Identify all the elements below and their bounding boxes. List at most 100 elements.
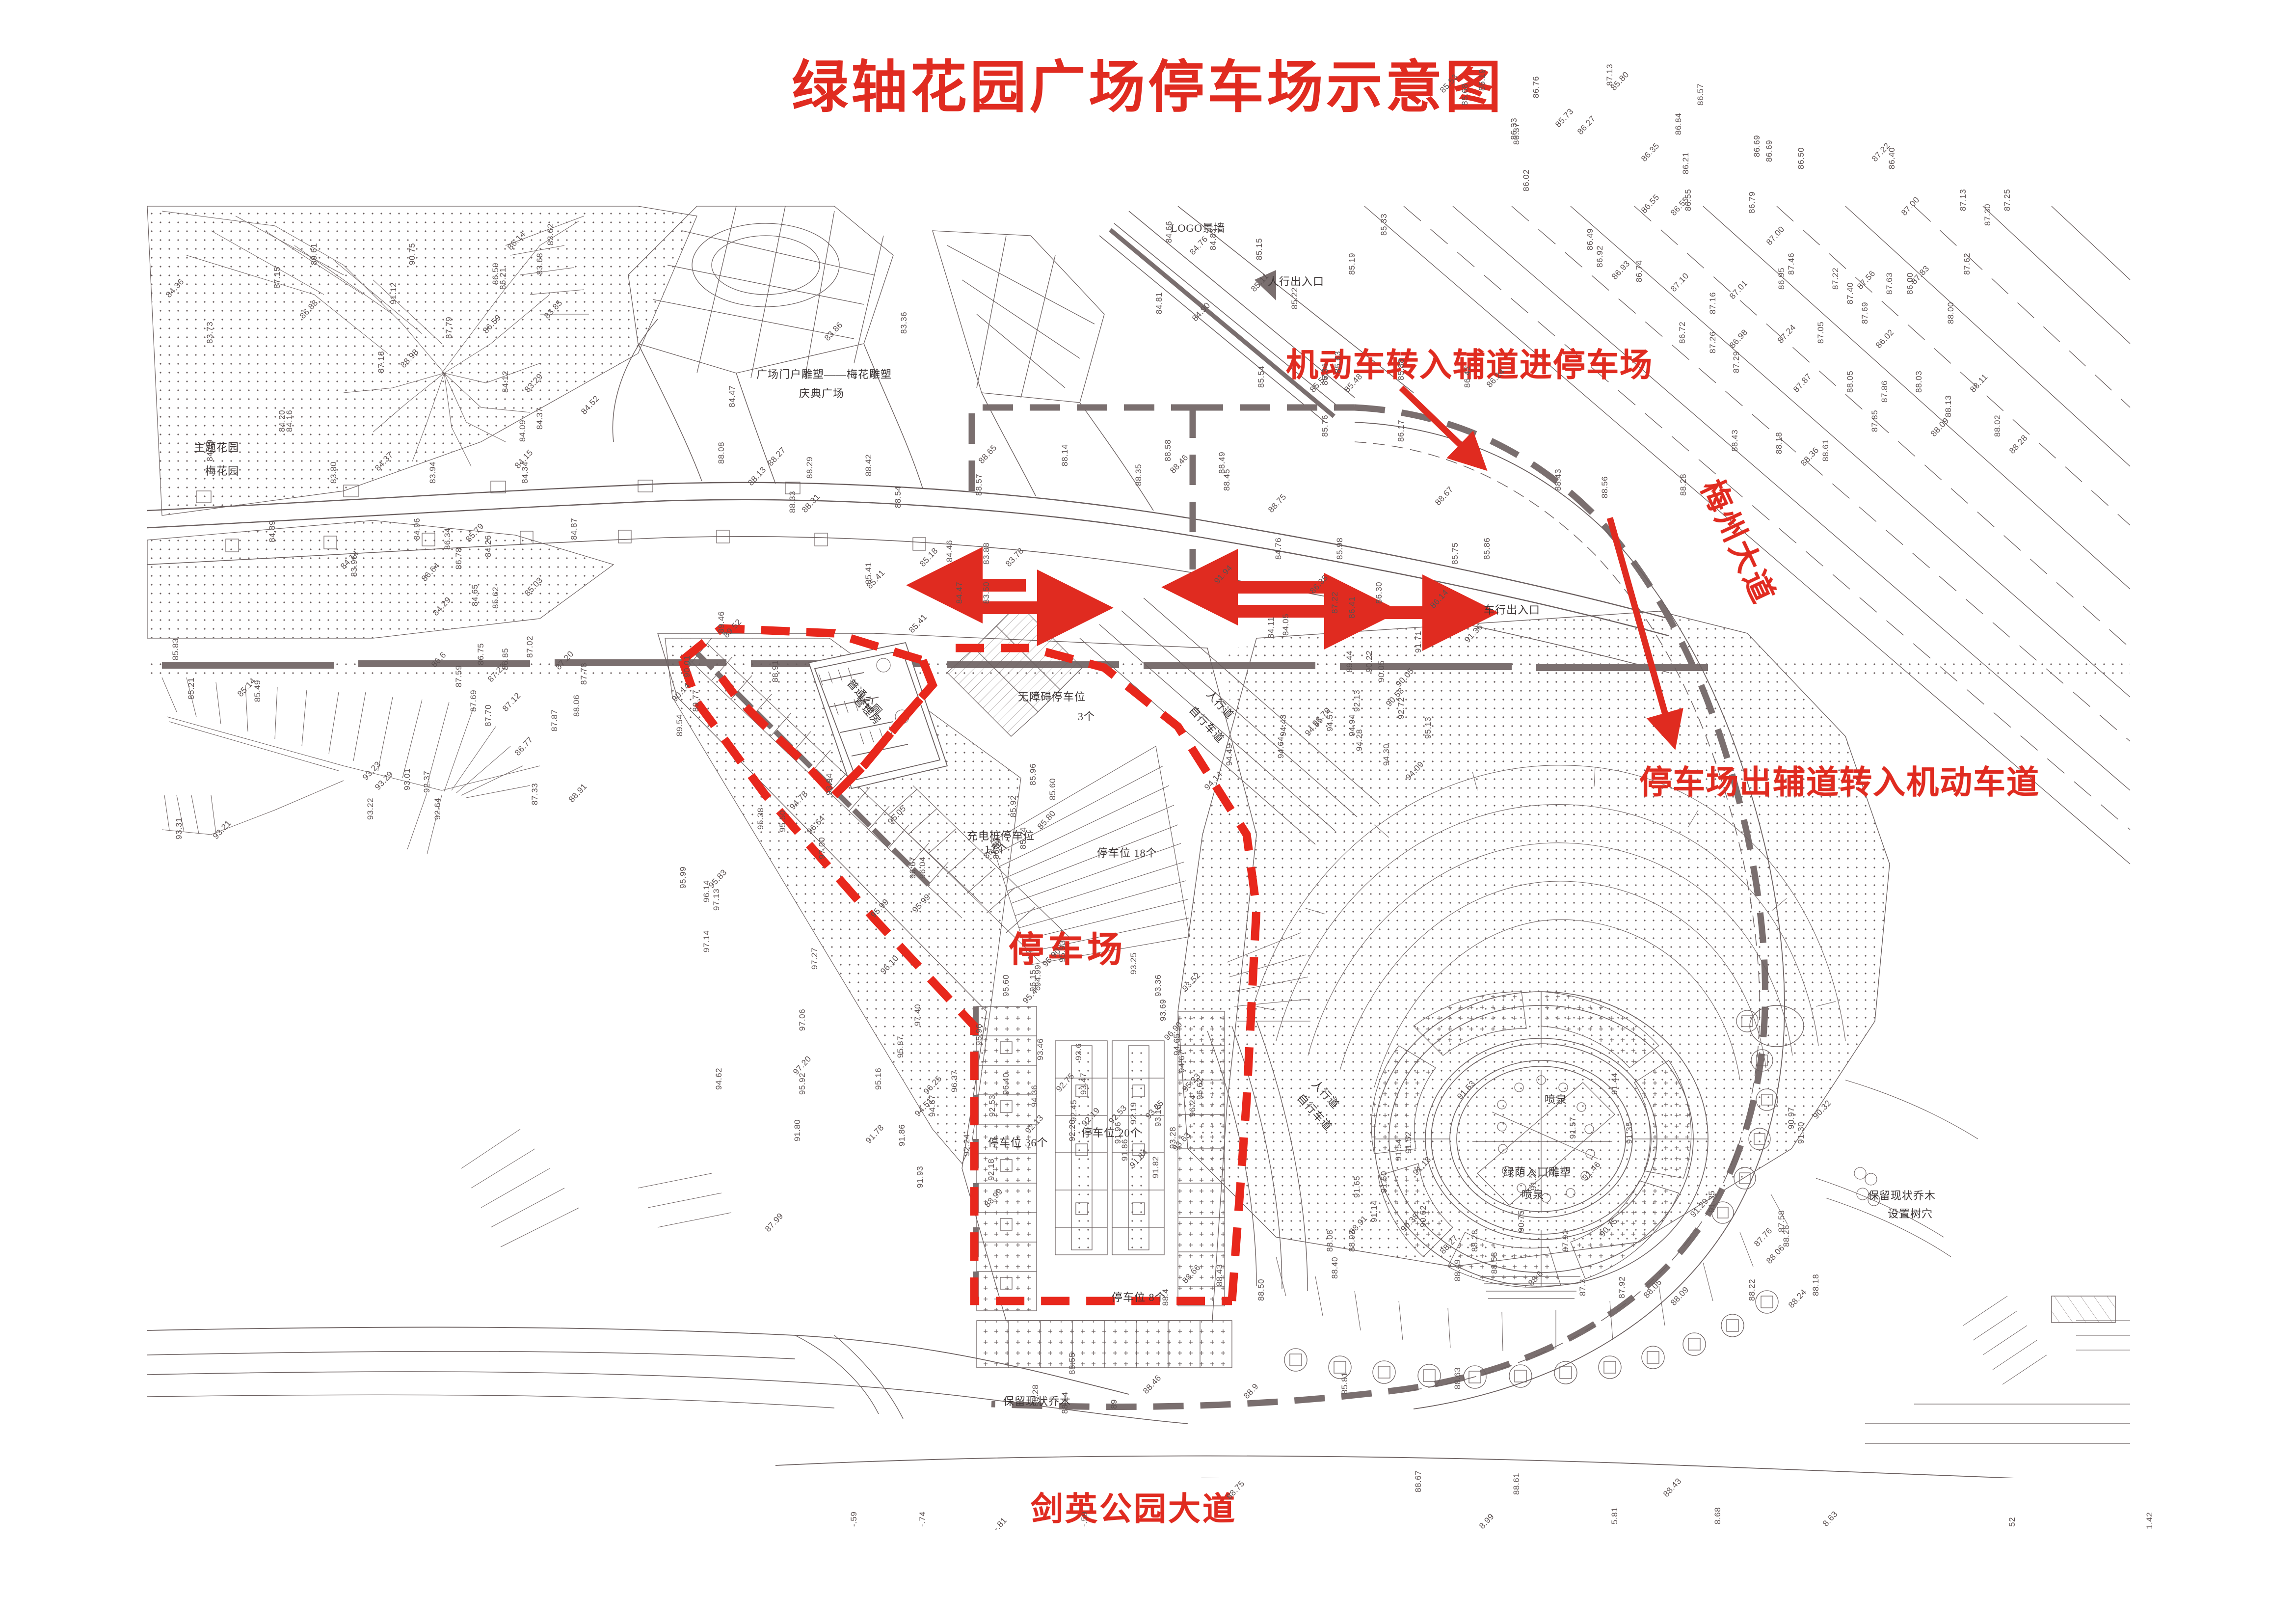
elevation-value: 86.33: [1509, 117, 1519, 140]
elevation-value: 87.3: [1578, 1278, 1587, 1296]
elevation-value: 84.37: [535, 407, 544, 430]
elevation-value: 90.97: [1787, 1107, 1796, 1129]
elevation-value: 94.49: [1225, 743, 1234, 766]
elevation-value: 83.88: [982, 542, 991, 565]
elevation-value: 87.26: [1708, 331, 1717, 353]
map-label: 停车位 18个: [1097, 847, 1157, 859]
elevation-value: 84.46: [945, 540, 954, 562]
elevation-value: 87.33: [530, 783, 539, 805]
elevation-value: 88.26: [1782, 1224, 1791, 1247]
elevation-value: 86.41: [1347, 596, 1357, 619]
elevation-value: 88.4: [1161, 1288, 1170, 1306]
elevation-value: 88.55: [1068, 1352, 1077, 1375]
elevation-value: 87.29: [1732, 351, 1741, 373]
elevation-value: 86.57: [1696, 83, 1705, 106]
elevation-value: 88.18: [1811, 1273, 1820, 1296]
elevation-value: 84.66: [1164, 220, 1174, 243]
elevation-value: 93.22: [366, 797, 375, 820]
elevation-value: 97.40: [913, 1003, 922, 1026]
elevation-value: 86.75: [476, 643, 485, 665]
map-label: 停车位 36个: [988, 1137, 1048, 1149]
elevation-value: 92.64: [433, 797, 442, 820]
map-label: 保留现状乔木: [1868, 1190, 1936, 1202]
elevation-value: 86.17: [1396, 419, 1406, 442]
elevation-value: 86.34: [443, 527, 452, 550]
elevation-value: 88.02: [1993, 414, 2002, 437]
elevation-value: -.59: [849, 1511, 858, 1527]
elevation-value: 84.47: [955, 581, 964, 604]
elevation-value: 90.05: [1377, 660, 1386, 682]
elevation-value: 88.06: [572, 694, 581, 717]
elevation-value: 85.76: [1320, 414, 1330, 437]
elevation-value: 88.05: [1845, 370, 1855, 393]
map-label: 停车位 8个: [1112, 1291, 1166, 1303]
elevation-value: 91.14: [1369, 1200, 1379, 1222]
elevation-value: 88.56: [1600, 476, 1609, 498]
elevation-value: 91.30: [1796, 1121, 1806, 1144]
elevation-value: 86.78: [454, 547, 463, 569]
elevation-value: 86.00: [1905, 272, 1915, 295]
elevation-value: -.74: [918, 1511, 927, 1527]
elevation-value: 91.82: [1151, 1156, 1160, 1178]
elevation-value: 89.77: [691, 689, 700, 712]
elevation-value: -.59: [1080, 1511, 1089, 1527]
elevation-value: 84.11: [1266, 617, 1276, 638]
elevation-value: 87.18: [376, 351, 386, 373]
elevation-value: 86.49: [1585, 228, 1595, 250]
map-label: 3个: [1078, 710, 1095, 723]
elevation-value: 97.00: [817, 837, 827, 859]
elevation-value: 92.18: [987, 1158, 996, 1181]
elevation-value: 83.80: [329, 461, 338, 484]
elevation-value: 89.54: [675, 714, 684, 736]
elevation-value: 85.98: [1335, 537, 1344, 560]
elevation-value: 86.21: [1681, 152, 1690, 174]
elevation-value: 84.83: [1208, 228, 1218, 250]
elevation-value: 96.67: [908, 856, 917, 879]
elevation-value: 86.85: [501, 648, 510, 670]
elevation-value: 87.79: [444, 316, 454, 339]
map-label: 无障碍停车位: [1018, 691, 1086, 703]
elevation-value: 87.92: [1561, 1229, 1570, 1252]
elevation-value: 91.44: [1610, 1072, 1619, 1095]
page-title: 绿轴花园广场停车场示意图: [791, 54, 1504, 120]
elevation-value: 86.79: [1747, 191, 1757, 214]
elevation-value: 90.75: [407, 243, 417, 265]
elevation-value: 87.02: [525, 635, 534, 658]
elevation-value: 85.33: [1379, 213, 1388, 236]
elevation-value: 87.69: [469, 689, 478, 712]
map-label: 喷泉: [1522, 1189, 1545, 1201]
elevation-value: 52: [2007, 1517, 2017, 1527]
elevation-value: 95.99: [678, 866, 688, 889]
elevation-value: 88.91: [771, 660, 780, 682]
elevation-value: 93.18: [1153, 1104, 1163, 1127]
elevation-value: 91.93: [915, 1165, 925, 1188]
elevation-value: 86.95: [1777, 267, 1786, 290]
elevation-value: 87.92: [1617, 1276, 1627, 1299]
elevation-value: 86.76: [1531, 76, 1541, 98]
elevation-value: 91.52: [1404, 1131, 1413, 1154]
elevation-value: 85.54: [1256, 365, 1266, 388]
elevation-value: 83.36: [899, 311, 908, 334]
elevation-value: 87.22: [1831, 267, 1840, 290]
elevation-value: 86.74: [1634, 260, 1644, 282]
elevation-value: 86.42: [1463, 365, 1472, 388]
elevation-value: 84.81: [1154, 292, 1164, 314]
elevation-value: 91.86: [1120, 1138, 1129, 1161]
map-label: 12个: [985, 843, 1008, 855]
elevation-value: 88.28: [1679, 473, 1688, 496]
elevation-value: 92.45: [1069, 1099, 1078, 1122]
elevation-value: 95.16: [874, 1067, 883, 1090]
map-label: 充电桩停车位: [967, 830, 1035, 842]
elevation-value: 88.49: [1453, 1259, 1462, 1281]
elevation-value: 91.86: [897, 1124, 907, 1146]
elevation-value: 93.01: [402, 768, 412, 790]
elevation-value: 90.22: [1364, 650, 1374, 673]
elevation-value: 96.24: [1188, 1094, 1197, 1117]
elevation-value: 86.02: [1522, 169, 1531, 191]
elevation-value: 94.43: [1279, 714, 1288, 736]
elevation-value: 88.61: [1821, 439, 1830, 461]
elevation-value: 93.6: [1074, 1043, 1083, 1060]
elevation-value: 95.60: [1001, 974, 1011, 997]
elevation-value: 88.57: [974, 473, 984, 496]
